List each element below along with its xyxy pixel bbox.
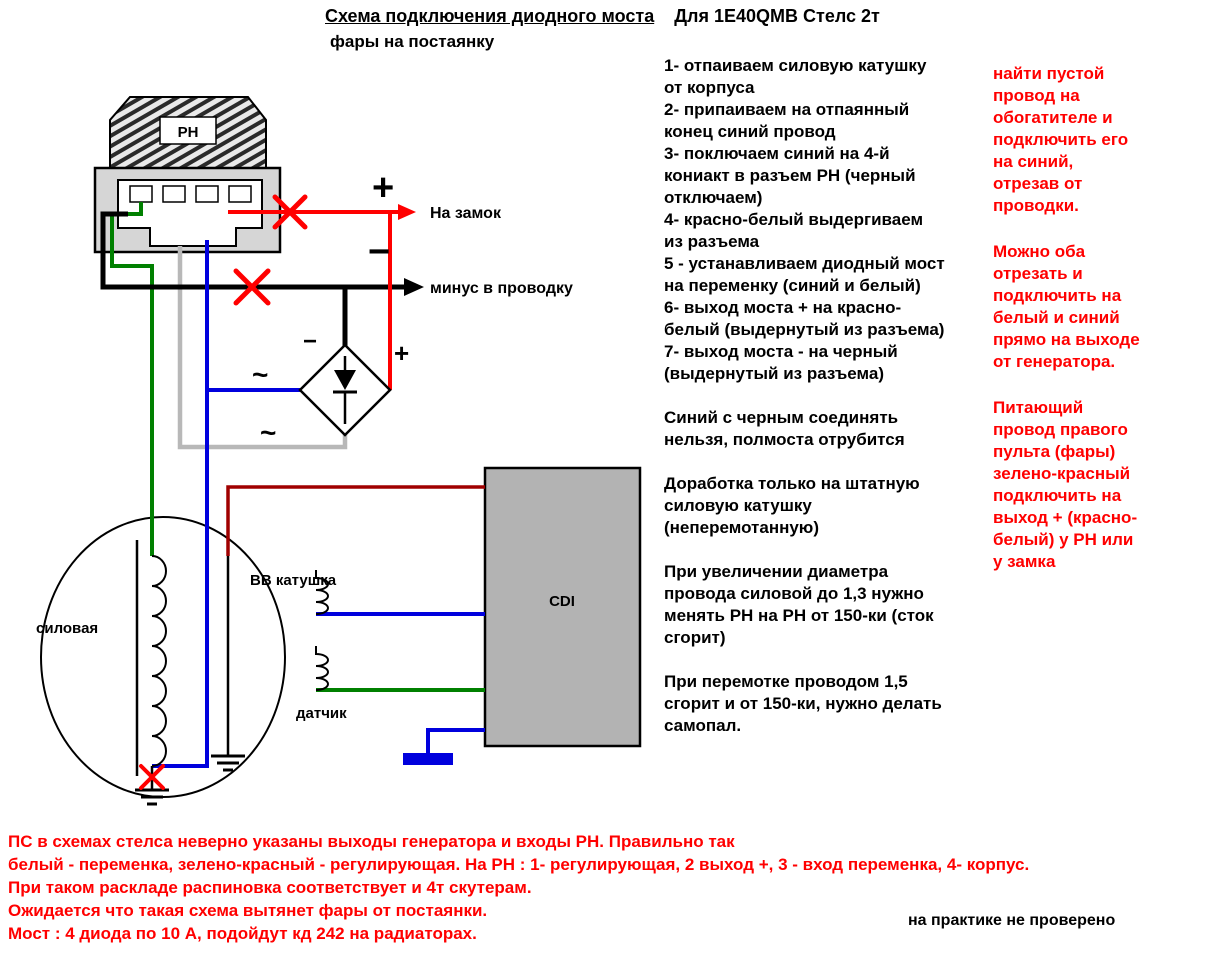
footer-notes: ПС в схемах стелса неверно указаны выход…	[8, 830, 1204, 945]
connector-pin-3	[195, 185, 219, 203]
red-note: Можно оба отрезать и подключить на белый…	[993, 242, 1140, 371]
red-note: найти пустой провод на обогатителе и под…	[993, 64, 1129, 215]
hv-coil-loops	[315, 570, 329, 615]
note: При увеличении диаметра провода силовой …	[664, 562, 934, 647]
footer-line: При таком раскладе распиновка соответств…	[8, 878, 532, 897]
power-coil-label: силовая	[36, 620, 98, 637]
footer-line: Мост : 4 диода по 10 А, подойдут кд 242 …	[8, 924, 477, 943]
red-arrowhead	[398, 204, 416, 220]
page-title: Схема подключения диодного моста Для 1E4…	[325, 6, 880, 27]
cut-mark-red-wire	[272, 194, 308, 230]
bridge-plus-label: +	[394, 338, 409, 368]
cdi-label: CDI	[549, 593, 575, 610]
wire-white	[177, 246, 348, 450]
practice-disclaimer: на практике не проверено	[908, 912, 1116, 929]
connector-pin-4	[228, 185, 252, 203]
power-coil-loops	[151, 555, 167, 767]
cut-mark-black-wire	[233, 268, 271, 306]
bridge-minus-label: −	[303, 328, 317, 355]
instruction-step: 7- выход моста - на черный (выдернутый и…	[664, 342, 898, 383]
red-note: Питающий провод правого пульта (фары) зе…	[993, 398, 1138, 571]
instruction-step: 4- красно-белый выдергиваем из разъема	[664, 210, 924, 251]
connector-pin-2	[162, 185, 186, 203]
wire-blue-main	[152, 240, 209, 768]
connector-pin-1	[129, 185, 153, 203]
wiring-diagram: РН	[36, 96, 642, 806]
ac-left-label: ~	[252, 359, 268, 390]
cdi-box	[483, 466, 642, 748]
note: Доработка только на штатную силовую кату…	[664, 474, 920, 537]
diode-triangle	[334, 370, 356, 390]
sensor-label: датчик	[296, 705, 347, 722]
footer-line: ПС в схемах стелса неверно указаны выход…	[8, 832, 735, 851]
minus-sign-label: −	[368, 231, 390, 273]
lock-label: На замок	[430, 205, 502, 222]
title-model: Для 1E40QMB Стелс 2т	[674, 6, 880, 26]
ac-bottom-label: ~	[260, 417, 276, 448]
instruction-step: 3- поключаем синий на 4-й кониакт в разъ…	[664, 144, 916, 207]
instruction-step: 5 - устанавливаем диодный мост на переме…	[664, 254, 945, 295]
cdi-ground-bar	[403, 753, 453, 765]
regulator-label: РН	[178, 124, 199, 141]
wire-dark-red-cdi	[226, 485, 485, 556]
black-arrowhead	[404, 278, 424, 296]
footer-line: белый - переменка, зелено-красный - регу…	[8, 855, 1030, 874]
note: При перемотке проводом 1,5 сгорит и от 1…	[664, 672, 942, 735]
instruction-step: 6- выход моста + на красно-белый (выдерн…	[664, 298, 945, 339]
instructions-column: 1- отпаиваем силовую катушку от корпуса …	[664, 55, 946, 737]
wire-green	[110, 202, 154, 556]
hv-coil-label: ВВ катушка	[250, 572, 337, 589]
cut-mark-coil-ground	[139, 764, 165, 790]
cdi-ground-wire	[426, 728, 485, 754]
red-notes-column: найти пустой провод на обогатителе и под…	[993, 63, 1141, 597]
title-subtitle: фары на постаянку	[330, 32, 495, 51]
note: Синий с черным соединять нельзя, полмост…	[664, 408, 905, 449]
regulator-label-box	[159, 116, 217, 145]
sensor-coil-loops	[315, 646, 329, 691]
generator-circle	[40, 516, 286, 798]
instruction-step: 2- припаиваем на отпаянный конец синий п…	[664, 100, 910, 141]
plus-sign-label: +	[372, 167, 394, 209]
title-main: Схема подключения диодного моста	[325, 6, 655, 26]
footer-line: Ожидается что такая схема вытянет фары о…	[8, 901, 488, 920]
minus-wire-label: минус в проводку	[430, 280, 573, 297]
instruction-step: 1- отпаиваем силовую катушку от корпуса	[664, 56, 927, 97]
regulator-connector	[117, 179, 263, 247]
